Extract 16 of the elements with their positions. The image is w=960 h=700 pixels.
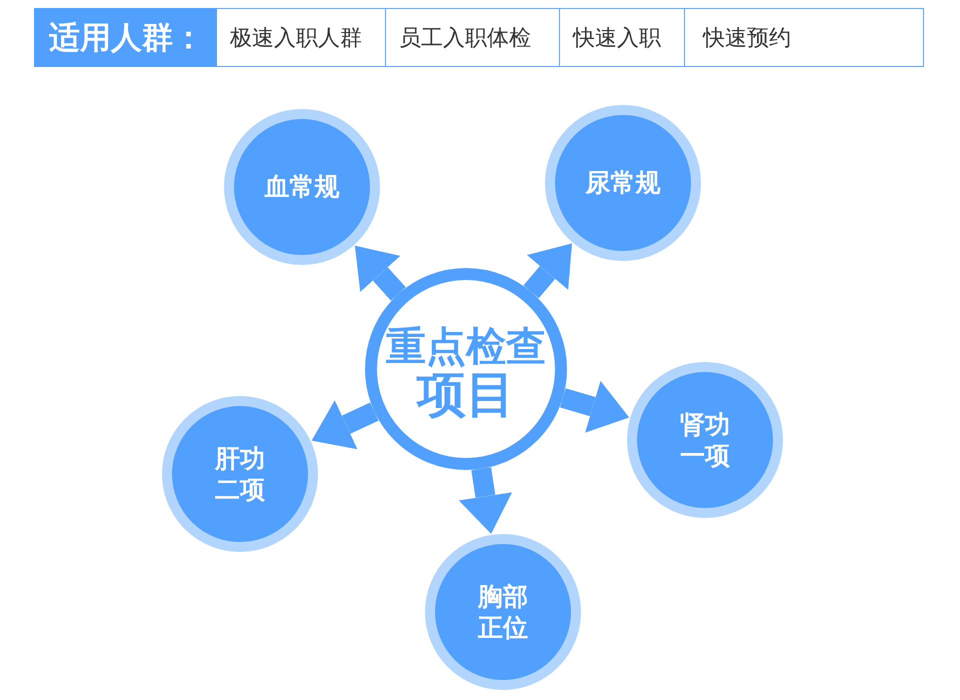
- table-cell: 快速预约: [685, 8, 924, 67]
- hub-title: 重点检查项目: [385, 322, 547, 420]
- table-cell: 员工入职体检: [386, 8, 560, 67]
- circle-label: 肾功一项: [679, 408, 731, 472]
- table-cell: 快速入职: [560, 8, 685, 67]
- table-cell: 极速入职人群: [217, 8, 386, 67]
- circle-label: 胸部正位: [476, 580, 529, 644]
- circle-label: 血常规: [264, 171, 340, 203]
- arrow: [458, 467, 512, 534]
- circle-label: 肝功二项: [214, 442, 266, 506]
- arrow: [312, 400, 379, 450]
- circle-label: 尿常规: [584, 167, 662, 199]
- arrow: [354, 246, 406, 301]
- arrow: [560, 380, 630, 433]
- arrow: [523, 243, 572, 298]
- heading-cell: 适用人群：: [34, 8, 217, 67]
